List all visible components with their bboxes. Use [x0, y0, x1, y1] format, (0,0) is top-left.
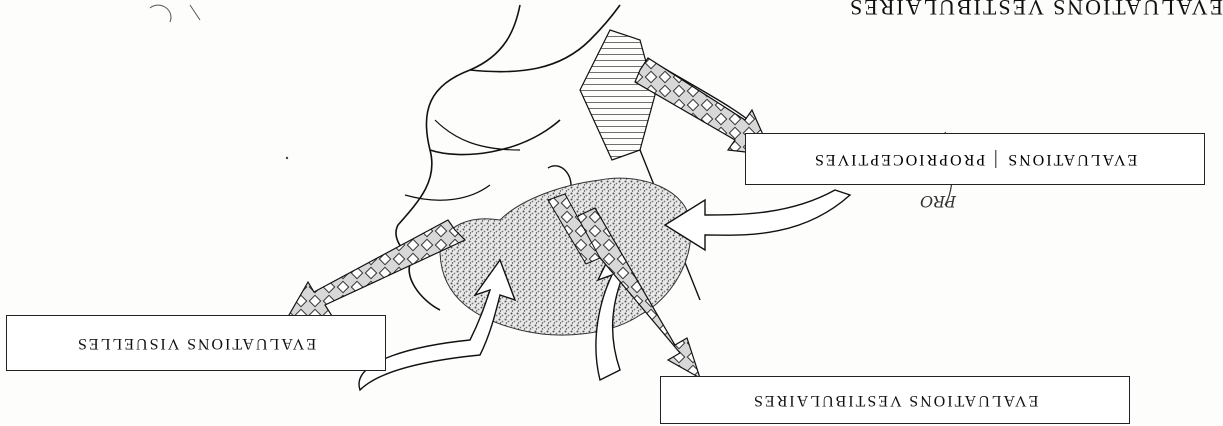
box-proprioceptive-text-row: EVALUATIONS PROPRIOCEPTIVES: [813, 150, 1137, 168]
title-cropped: EVALUATIONS VESTIBULAIRES: [848, 0, 1223, 20]
white-arrow-proprio: [665, 190, 850, 250]
box-proprioceptive-word-2: PROPRIOCEPTIVES: [813, 150, 995, 168]
box-proprioceptive-word-1: EVALUATIONS: [995, 150, 1137, 168]
handwritten-note: PRO: [920, 192, 956, 211]
neck-hatch: [580, 30, 655, 160]
box-vestibular-label: EVALUATIONS VESTIBULAIRES: [752, 391, 1038, 409]
speck: [286, 157, 288, 159]
box-proprioceptive: EVALUATIONS PROPRIOCEPTIVES: [745, 133, 1205, 185]
box-visual-label: EVALUATIONS VISUELLES: [76, 334, 316, 352]
handwritten-mark-top-left: [150, 5, 200, 22]
chin-outline: [405, 185, 490, 200]
box-vestibular: EVALUATIONS VESTIBULAIRES: [660, 376, 1130, 424]
chain-arrow-visual: [285, 220, 465, 322]
box-visual: EVALUATIONS VISUELLES: [6, 315, 386, 371]
neck-line-left: [435, 120, 520, 150]
